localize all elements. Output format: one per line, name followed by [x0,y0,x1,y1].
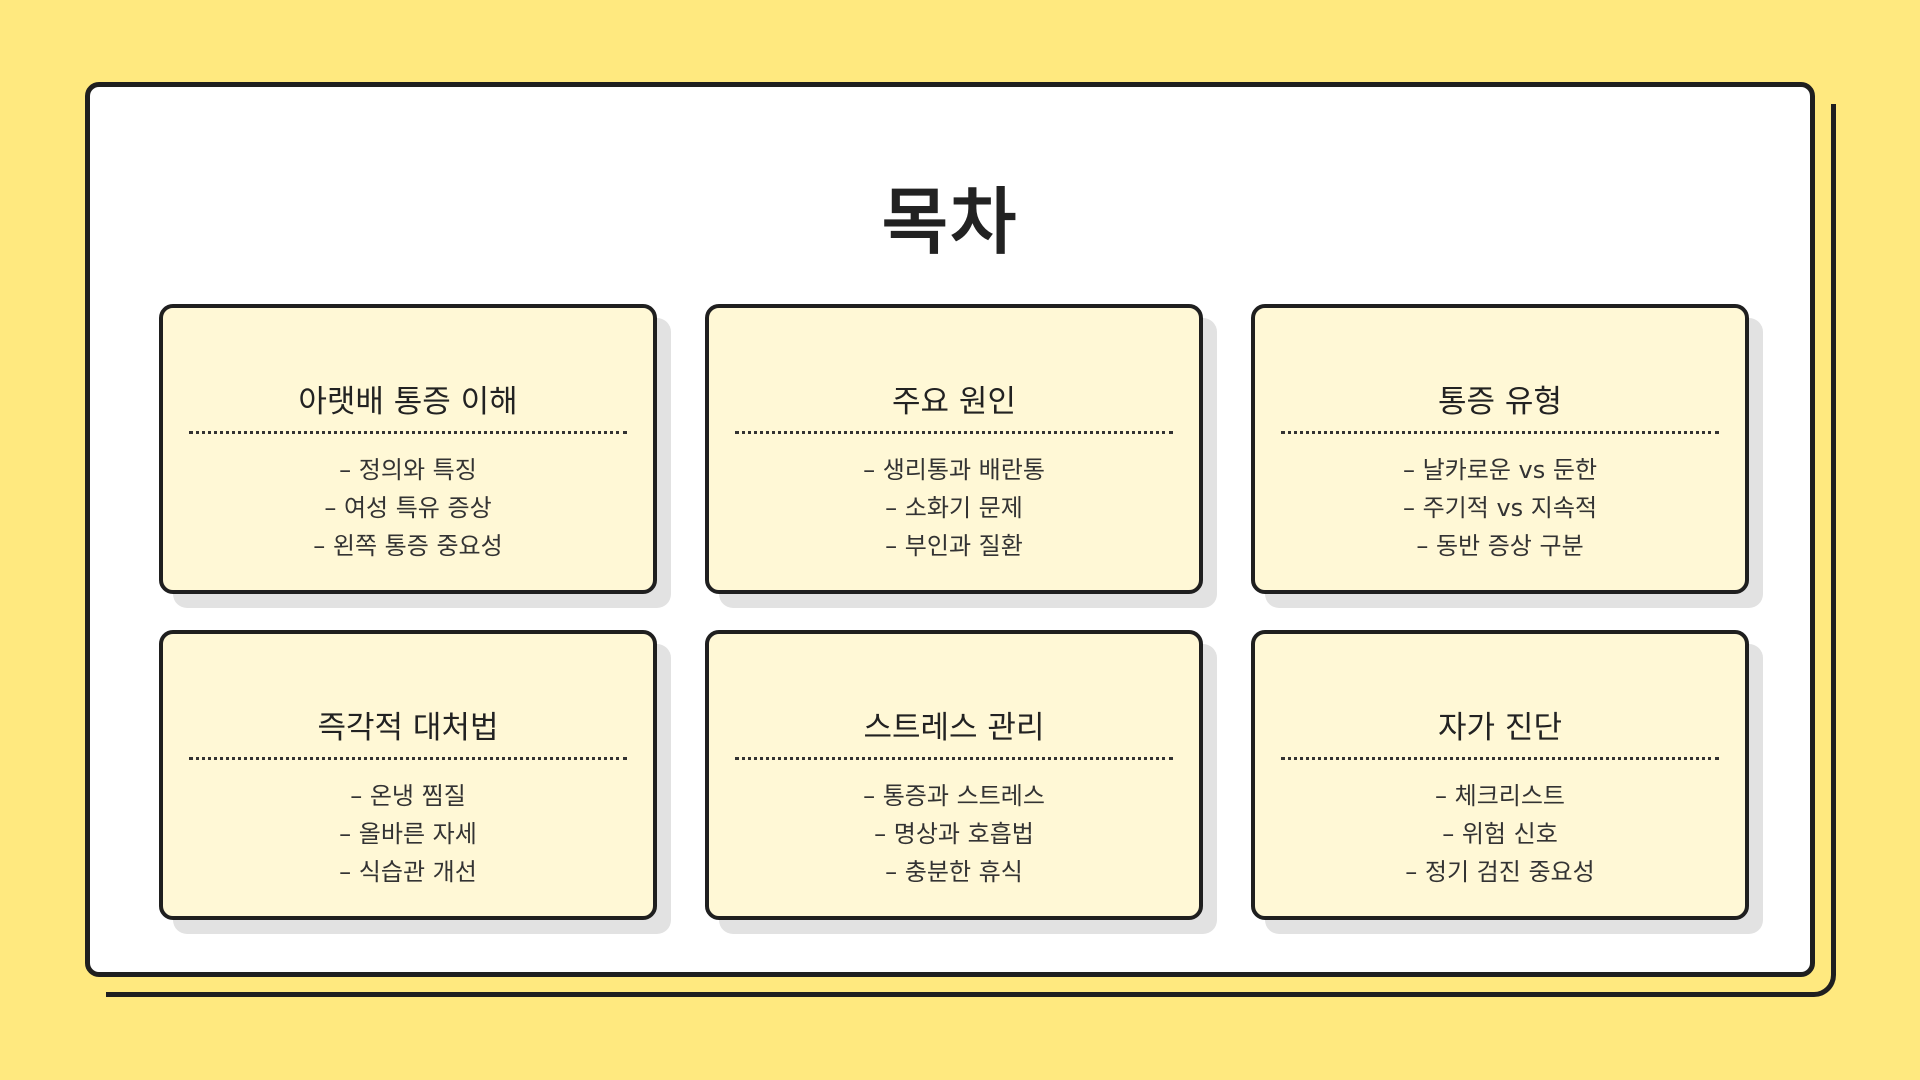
dotted-divider [189,431,627,434]
list-item: – 정기 검진 중요성 [1405,858,1595,886]
dotted-divider [735,757,1173,760]
content-panel: 목차 아랫배 통증 이해 – 정의와 특징 – 여성 특유 증상 – 왼쪽 통증… [85,82,1815,977]
dotted-divider [1281,431,1719,434]
list-item: – 왼쪽 통증 중요성 [313,532,503,560]
card-title: 아랫배 통증 이해 [298,384,518,420]
card-item-list: – 온냉 찜질 – 올바른 자세 – 식습관 개선 [163,777,653,891]
panel-offset-frame [106,104,1836,997]
list-item: – 통증과 스트레스 [863,782,1045,810]
card-item-list: – 통증과 스트레스 – 명상과 호흡법 – 충분한 휴식 [709,777,1199,891]
list-item: – 식습관 개선 [339,858,477,886]
list-item: – 명상과 호흡법 [874,820,1034,848]
dotted-divider [735,431,1173,434]
toc-card: 스트레스 관리 – 통증과 스트레스 – 명상과 호흡법 – 충분한 휴식 [705,630,1203,920]
list-item: – 정의와 특징 [339,456,477,484]
card-item-list: – 체크리스트 – 위험 신호 – 정기 검진 중요성 [1255,777,1745,891]
list-item: – 온냉 찜질 [350,782,466,810]
list-item: – 동반 증상 구분 [1416,532,1584,560]
page-title: 목차 [881,180,1019,264]
list-item: – 생리통과 배란통 [863,456,1045,484]
toc-grid: 아랫배 통증 이해 – 정의와 특징 – 여성 특유 증상 – 왼쪽 통증 중요… [159,304,1749,920]
toc-card: 통증 유형 – 날카로운 vs 둔한 – 주기적 vs 지속적 – 동반 증상 … [1251,304,1749,594]
list-item: – 날카로운 vs 둔한 [1402,456,1598,484]
card-item-list: – 생리통과 배란통 – 소화기 문제 – 부인과 질환 [709,451,1199,565]
list-item: – 주기적 vs 지속적 [1402,494,1598,522]
toc-card: 아랫배 통증 이해 – 정의와 특징 – 여성 특유 증상 – 왼쪽 통증 중요… [159,304,657,594]
toc-card: 즉각적 대처법 – 온냉 찜질 – 올바른 자세 – 식습관 개선 [159,630,657,920]
card-title: 자가 진단 [1438,710,1562,746]
dotted-divider [189,757,627,760]
card-item-list: – 정의와 특징 – 여성 특유 증상 – 왼쪽 통증 중요성 [163,451,653,565]
list-item: – 충분한 휴식 [885,858,1023,886]
list-item: – 소화기 문제 [885,494,1023,522]
card-item-list: – 날카로운 vs 둔한 – 주기적 vs 지속적 – 동반 증상 구분 [1255,451,1745,565]
list-item: – 체크리스트 [1434,782,1566,810]
card-title: 즉각적 대처법 [317,710,499,746]
toc-card: 자가 진단 – 체크리스트 – 위험 신호 – 정기 검진 중요성 [1251,630,1749,920]
card-title: 주요 원인 [892,384,1016,420]
card-title: 통증 유형 [1438,384,1562,420]
toc-card: 주요 원인 – 생리통과 배란통 – 소화기 문제 – 부인과 질환 [705,304,1203,594]
card-title: 스트레스 관리 [863,710,1045,746]
list-item: – 위험 신호 [1442,820,1558,848]
list-item: – 부인과 질환 [885,532,1023,560]
list-item: – 여성 특유 증상 [324,494,492,522]
dotted-divider [1281,757,1719,760]
list-item: – 올바른 자세 [339,820,477,848]
